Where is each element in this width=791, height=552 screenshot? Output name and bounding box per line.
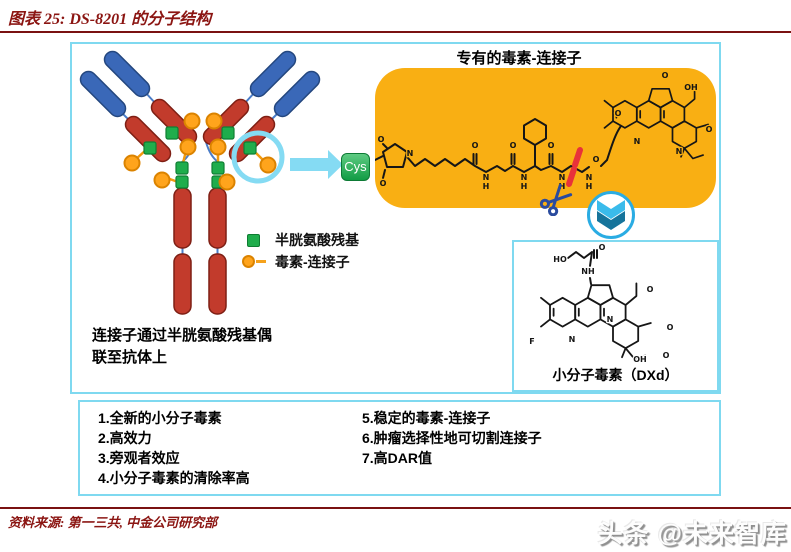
svg-text:N: N — [521, 173, 528, 182]
feature-item: 6.肿瘤选择性地可切割连接子 — [362, 430, 542, 446]
svg-text:OH: OH — [633, 355, 647, 364]
antibody-caption-line1: 连接子通过半胱氨酸残基偶 — [92, 327, 273, 344]
feature-list-left: 1.全新的小分子毒素 2.高效力 3.旁观者效应 4.小分子毒素的清除率高 — [98, 408, 250, 488]
feature-item: 5.稳定的毒素-连接子 — [362, 410, 491, 426]
scissors-icon — [539, 183, 573, 216]
antibody-caption: 连接子通过半胱氨酸残基偶 联至抗体上 — [92, 325, 272, 369]
svg-text:F: F — [529, 337, 534, 346]
svg-text:N: N — [559, 173, 566, 182]
svg-text:N: N — [634, 137, 641, 146]
svg-text:O: O — [472, 141, 479, 150]
cysteine-legend-icon — [247, 234, 260, 247]
svg-text:N: N — [586, 173, 593, 182]
feature-item: 7.高DAR值 — [362, 450, 433, 466]
legend-item-cysteine: 半胱氨酸残基 — [275, 232, 359, 248]
svg-text:NH: NH — [581, 267, 594, 276]
svg-text:O: O — [510, 141, 517, 150]
highlight-circle — [231, 130, 285, 184]
features-panel: 1.全新的小分子毒素 2.高效力 3.旁观者效应 4.小分子毒素的清除率高 5.… — [78, 400, 721, 496]
release-chevron-icon — [587, 191, 635, 239]
svg-text:H: H — [586, 182, 593, 191]
svg-text:OH: OH — [684, 83, 698, 92]
dxd-label: 小分子毒素（DXd） — [552, 367, 679, 383]
svg-text:N: N — [676, 147, 683, 156]
figure-title: 图表 25: DS-8201 的分子结构 — [8, 11, 212, 28]
svg-text:N: N — [569, 335, 576, 344]
toxin-linker-label: 专有的毒素-连接子 — [456, 50, 582, 67]
dxd-panel: HO O NH F N N O O OH O 小分子毒素（DXd） — [512, 240, 719, 392]
svg-text:O: O — [662, 71, 669, 80]
footer-rule — [0, 507, 791, 509]
feature-item: 2.高效力 — [98, 430, 152, 446]
title-rule — [0, 31, 791, 33]
feature-list-right: 5.稳定的毒素-连接子 6.肿瘤选择性地可切割连接子 7.高DAR值 — [362, 408, 542, 468]
svg-text:O: O — [593, 155, 600, 164]
dxd-structure-drawing: HO O NH F N N O O OH O — [528, 242, 675, 366]
svg-text:O: O — [647, 285, 654, 294]
svg-text:H: H — [559, 182, 566, 191]
svg-text:N: N — [407, 149, 414, 158]
legend-item-linker: 毒素-连接子 — [275, 254, 350, 270]
svg-text:O: O — [663, 351, 670, 360]
linker-legend-tail — [256, 260, 266, 263]
feature-item: 1.全新的小分子毒素 — [98, 410, 222, 426]
svg-text:H: H — [521, 182, 528, 191]
svg-text:O: O — [599, 243, 606, 252]
svg-text:H: H — [483, 182, 490, 191]
svg-text:N: N — [607, 315, 614, 324]
molecule-diagram-box: 专有的毒素-连接子 — [70, 42, 721, 394]
svg-text:O: O — [378, 135, 385, 144]
antibody-caption-line2: 联至抗体上 — [92, 349, 168, 366]
svg-text:O: O — [667, 323, 674, 332]
linker-legend-icon — [242, 255, 255, 268]
source-note: 资料来源: 第一三共, 中金公司研究部 — [8, 515, 218, 530]
svg-text:O: O — [380, 179, 387, 188]
cys-badge: Cys — [341, 153, 370, 181]
watermark: 头条 @未来智库 — [597, 520, 787, 548]
feature-item: 4.小分子毒素的清除率高 — [98, 470, 250, 486]
feature-item: 3.旁观者效应 — [98, 450, 180, 466]
svg-text:HO: HO — [553, 255, 567, 264]
svg-text:O: O — [615, 109, 622, 118]
svg-text:O: O — [548, 141, 555, 150]
zoom-arrow-icon — [290, 150, 343, 179]
svg-text:O: O — [706, 125, 713, 134]
svg-text:N: N — [483, 173, 490, 182]
